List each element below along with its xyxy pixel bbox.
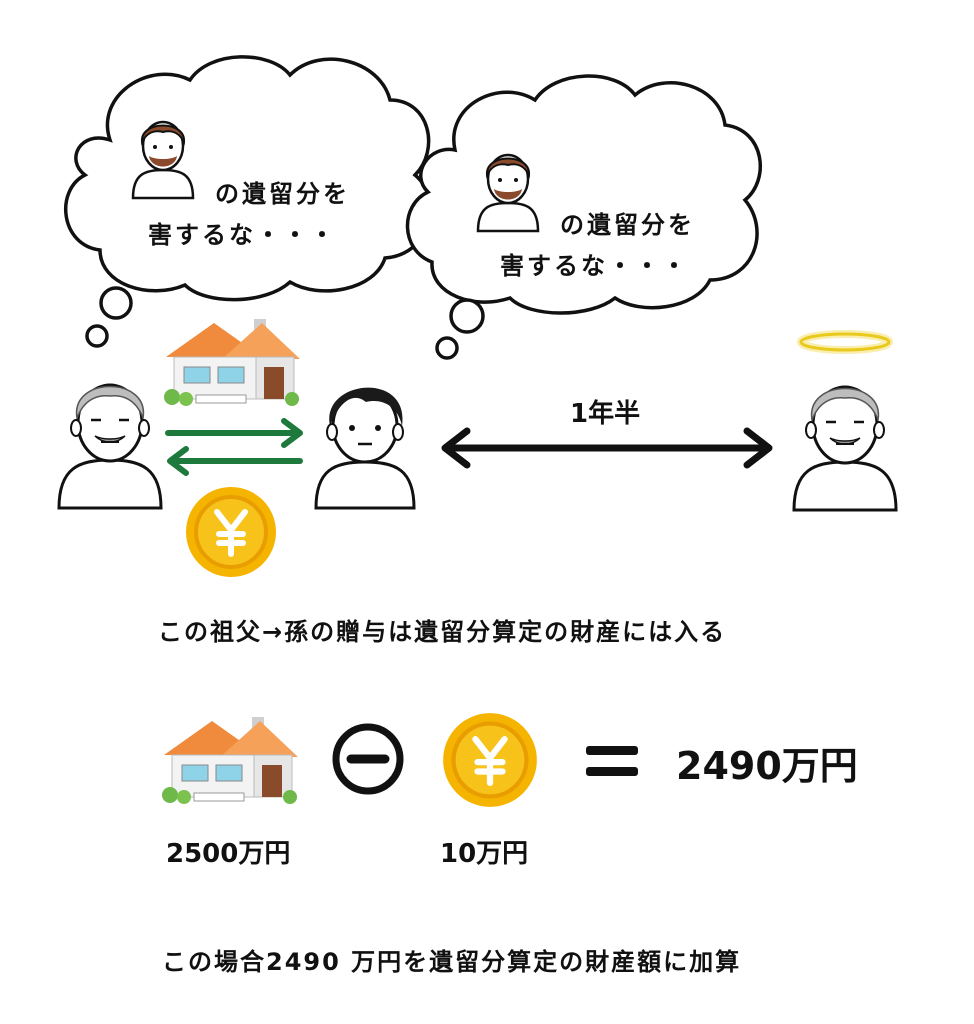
bubble-1-line1: の遺留分を: [215, 180, 350, 208]
house-value: 2500万円: [166, 839, 291, 869]
coin-value: 10万円: [440, 839, 529, 869]
grandfather-icon: [57, 383, 163, 510]
yen-coin-icon: [186, 487, 276, 577]
son-avatar-icon: [131, 120, 195, 200]
deceased-grandfather-icon: [792, 385, 898, 512]
bubble-2-line1: の遺留分を: [560, 211, 695, 239]
bubble-1-line2: 害するな・・・: [148, 221, 337, 249]
son-avatar-icon-2: [476, 153, 540, 233]
equals-icon: [586, 746, 638, 776]
grandson-icon: [314, 387, 416, 510]
timeline-label: 1年半: [570, 399, 641, 429]
caption-gift-included: この祖父→孫の贈与は遺留分算定の財産には入る: [158, 618, 727, 646]
bubble-2-line2: 害するな・・・: [500, 252, 689, 280]
yen-coin-icon-equation: [443, 713, 537, 807]
timeline-arrow: [441, 427, 773, 469]
minus-circle-icon: [332, 723, 404, 795]
exchange-arrows-icon: [165, 418, 303, 476]
caption-conclusion: この場合2490 万円を遺留分算定の財産額に加算: [162, 948, 742, 976]
house-icon-equation: [162, 717, 298, 804]
house-icon: [164, 319, 300, 406]
result-value: 2490万円: [676, 744, 858, 788]
halo-icon: [797, 330, 893, 354]
